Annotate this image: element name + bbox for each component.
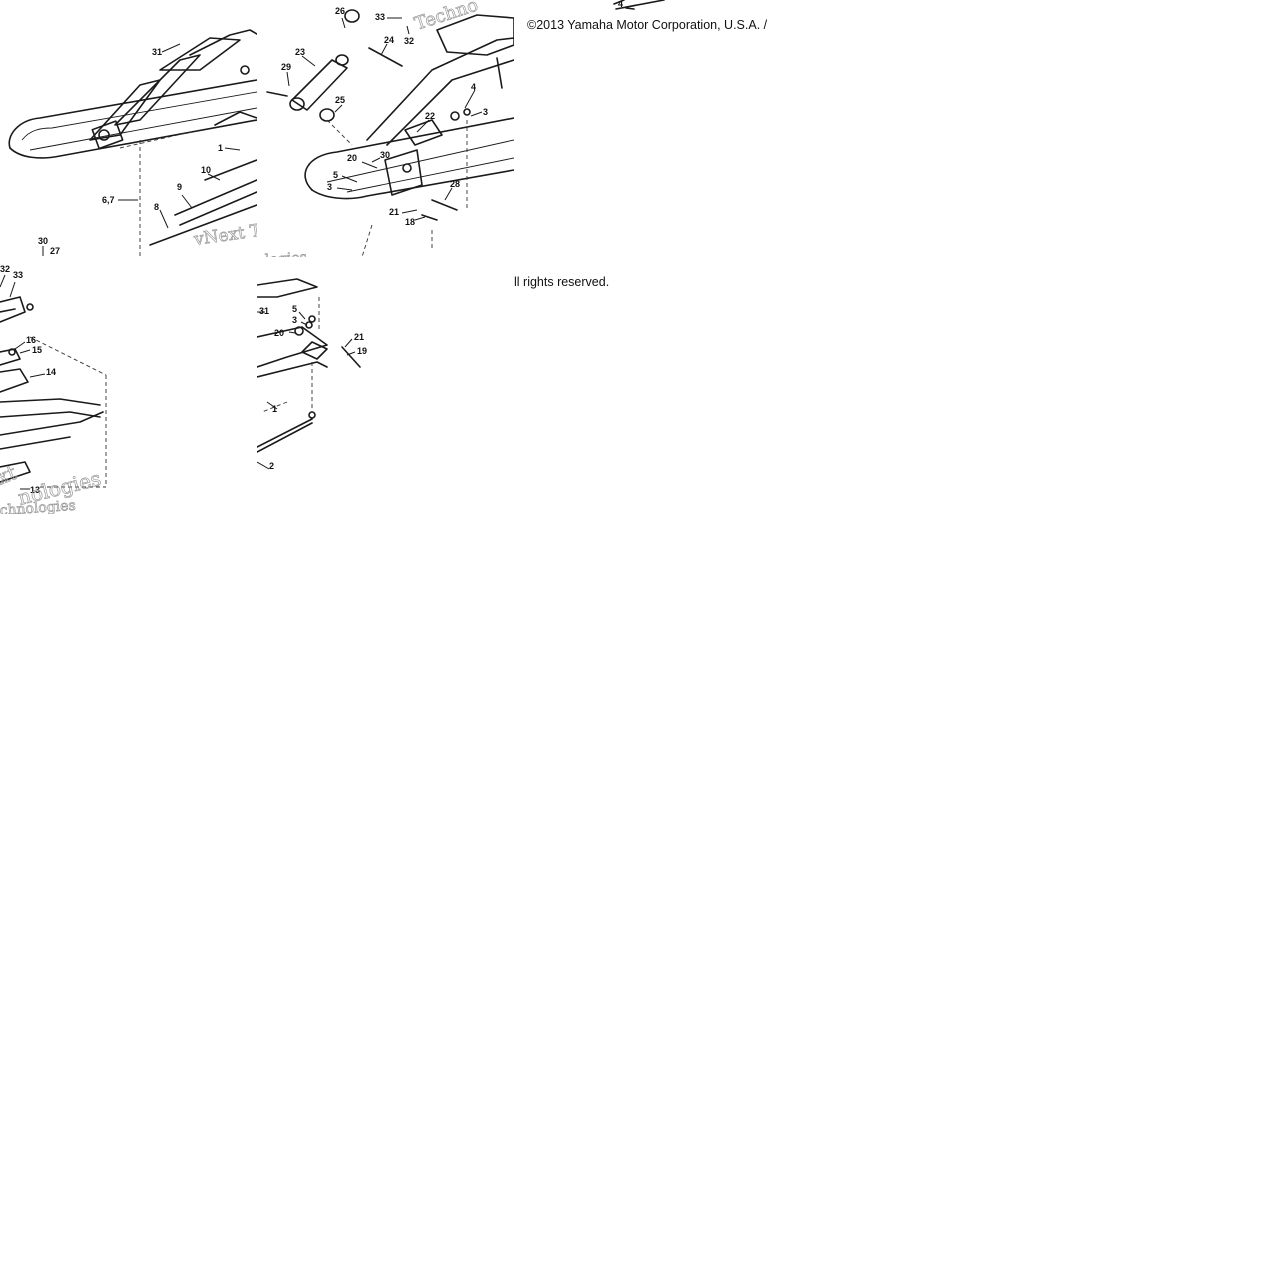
callout-26: 26 [335,6,345,16]
callout-13: 13 [30,485,40,495]
callout-14: 14 [46,367,56,377]
callout-24: 24 [384,35,394,45]
callout-20: 20 [347,153,357,163]
callout-1: 1 [272,404,277,414]
watermark-text: chnologies [0,498,76,514]
callout-28: 28 [450,179,460,189]
callout-32: 32 [404,36,414,46]
callout-33: 33 [13,270,23,280]
callout-15: 15 [32,345,42,355]
callout-3: 3 [483,107,488,117]
callout-18: 18 [405,217,415,227]
callout-2: 2 [269,461,274,471]
ski-assembly-drawing-c: 32 33 16 15 14 13 xt nologies chnologies [0,264,107,514]
diagram-tile-front-right-ski: 26 33 32 24 23 29 25 22 4 3 20 30 5 3 28… [257,0,514,257]
callout-32: 32 [0,264,10,274]
ski-assembly-drawing-a: 31 6,7 9 10 8 1 30 27 vNext Te [8,29,257,257]
copyright-rights-reserved: ll rights reserved. [514,275,610,289]
callout-16: 16 [26,335,36,345]
callout-3: 3 [292,315,297,325]
callout-10: 10 [201,165,211,175]
watermark-text: Techno [412,0,481,35]
callout-25: 25 [335,95,345,105]
callout-9: 9 [177,182,182,192]
callout-29: 29 [281,62,291,72]
diagram-tile-fragment: 4 ©2013 Yamaha Motor Corporation, U.S.A.… [514,0,771,257]
copyright-tile: ll rights reserved. [514,257,771,514]
watermark-text: vNext Te [192,220,257,251]
callout-31: 31 [259,306,269,316]
callout-5: 5 [292,304,297,314]
copyright-notice: ©2013 Yamaha Motor Corporation, U.S.A. / [527,18,768,32]
callout-21: 21 [354,332,364,342]
callout-23: 23 [295,47,305,57]
callout-22: 22 [425,111,435,121]
callout-31: 31 [152,47,162,57]
diagram-tile-bracket-detail: 31 5 3 20 21 19 1 2 [257,257,514,514]
callout-33: 33 [375,12,385,22]
callout-30: 30 [38,236,48,246]
diagram-tile-leaf-spring-detail: 32 33 16 15 14 13 xt nologies chnologies [0,257,257,514]
ski-assembly-drawing-b: 26 33 32 24 23 29 25 22 4 3 20 30 5 3 28… [257,0,514,257]
callout-30: 30 [380,150,390,160]
callout-27: 27 [50,246,60,256]
callout-8: 8 [154,202,159,212]
callout-4: 4 [618,0,623,9]
callout-5: 5 [333,170,338,180]
callout-6-7: 6,7 [102,195,115,205]
callout-19: 19 [357,346,367,356]
callout-20: 20 [274,328,284,338]
callout-4: 4 [471,82,476,92]
callout-3-lower: 3 [327,182,332,192]
callout-1: 1 [218,143,223,153]
diagram-tile-front-left-ski: 31 6,7 9 10 8 1 30 27 vNext Te [0,0,257,257]
ski-assembly-drawing-e: 4 [613,0,665,10]
ski-assembly-drawing-d: 31 5 3 20 21 19 1 2 [257,278,367,471]
callout-21: 21 [389,207,399,217]
watermark-text: ologies [257,250,307,257]
